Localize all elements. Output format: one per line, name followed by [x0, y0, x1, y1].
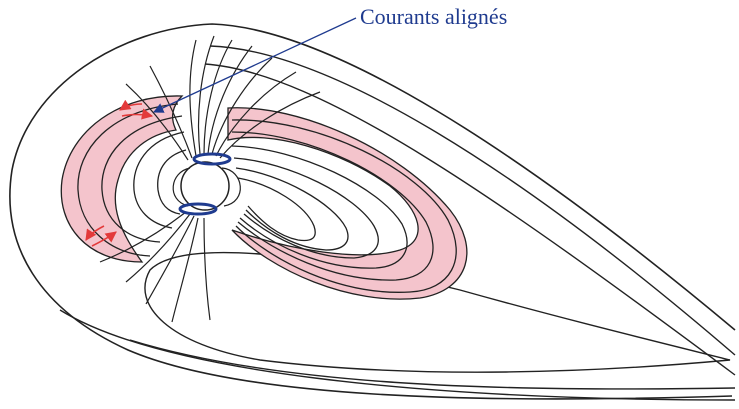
northern-open-field-lines — [125, 35, 321, 161]
upper-current-arrow-left — [119, 99, 143, 111]
northern-auroral-current — [192, 152, 232, 166]
nightside-loop-5 — [235, 167, 349, 251]
magnetopause-boundary — [9, 23, 736, 400]
tail-line-upper — [209, 45, 736, 356]
nightside-current-region — [227, 107, 468, 300]
inner-loop-right — [221, 167, 241, 207]
label-pointer-arrow — [153, 17, 357, 113]
tail-line-lower — [129, 339, 736, 390]
earth — [180, 161, 230, 211]
tail-line-middle — [204, 63, 736, 376]
dayside-loop-1 — [77, 103, 179, 257]
nightside-loop-4 — [233, 157, 379, 259]
dayside-current-region — [60, 95, 184, 263]
dayside-loop-4 — [157, 149, 187, 215]
nightside-loop-2 — [231, 131, 434, 281]
tail-line-lowest — [59, 309, 736, 401]
southern-auroral-current — [178, 202, 218, 216]
lower-current-arrow-left — [85, 225, 105, 241]
nightside-loop-1 — [231, 119, 457, 293]
nightside-loop-3 — [231, 145, 408, 269]
nightside-loop-6 — [237, 177, 316, 242]
inner-loop-left — [172, 167, 191, 207]
dayside-loop-3 — [133, 131, 185, 229]
dayside-loop-2 — [101, 115, 183, 243]
southern-open-field-lines — [99, 211, 211, 323]
upper-current-arrow-right — [121, 108, 154, 120]
lower-current-arrow-right — [91, 231, 117, 247]
aligned-currents-label: Courants alignés — [360, 4, 508, 29]
